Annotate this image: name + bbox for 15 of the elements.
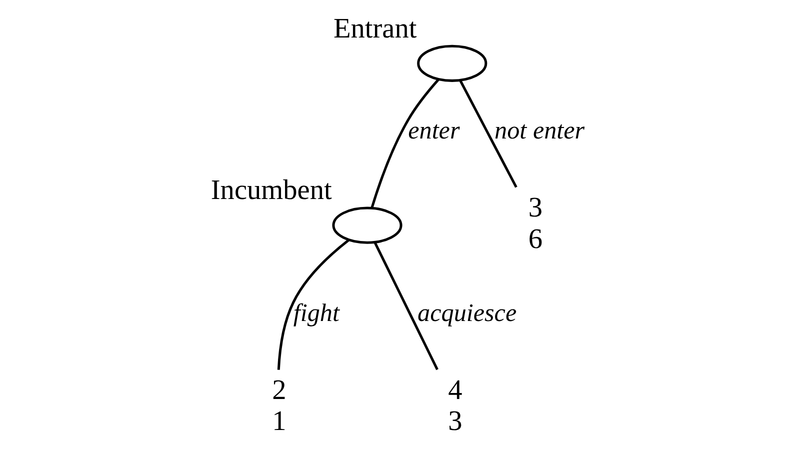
edge-label: not enter [494, 118, 584, 145]
connector [458, 80, 517, 188]
node-text: 3 6 [528, 192, 542, 255]
node-text: 4 3 [448, 374, 462, 438]
edge-label: enter [408, 118, 460, 145]
connector [276, 239, 349, 370]
connector [373, 242, 438, 370]
edge-label: fight [292, 300, 339, 327]
node-label: Entrant [332, 13, 416, 44]
edge-label: acquiesce [417, 300, 516, 327]
node-text: 2 1 [272, 374, 286, 438]
node-label: Incumbent [210, 175, 332, 206]
connector [370, 78, 439, 208]
node-ellipse [416, 44, 487, 82]
node-ellipse [332, 206, 402, 244]
